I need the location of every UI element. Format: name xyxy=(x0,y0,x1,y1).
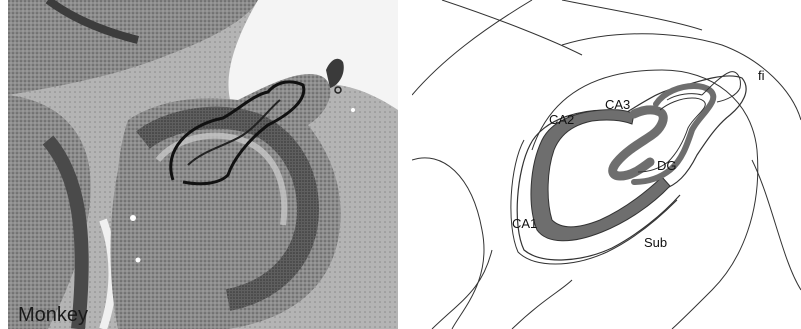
label-ca3: CA3 xyxy=(605,97,630,112)
label-ca1: CA1 xyxy=(512,216,537,231)
stained-section-illustration xyxy=(8,0,398,329)
label-dg: DG xyxy=(657,158,677,173)
schematic-drawing: CA1 CA2 CA3 DG Sub fi xyxy=(412,0,801,329)
monkey-section-photo: Monkey xyxy=(8,0,398,329)
label-ca2: CA2 xyxy=(549,112,574,127)
label-sub: Sub xyxy=(644,235,667,250)
species-label: Monkey xyxy=(18,304,88,327)
hippocampus-schematic: CA1 CA2 CA3 DG Sub fi xyxy=(412,0,801,329)
label-fi: fi xyxy=(758,68,765,83)
